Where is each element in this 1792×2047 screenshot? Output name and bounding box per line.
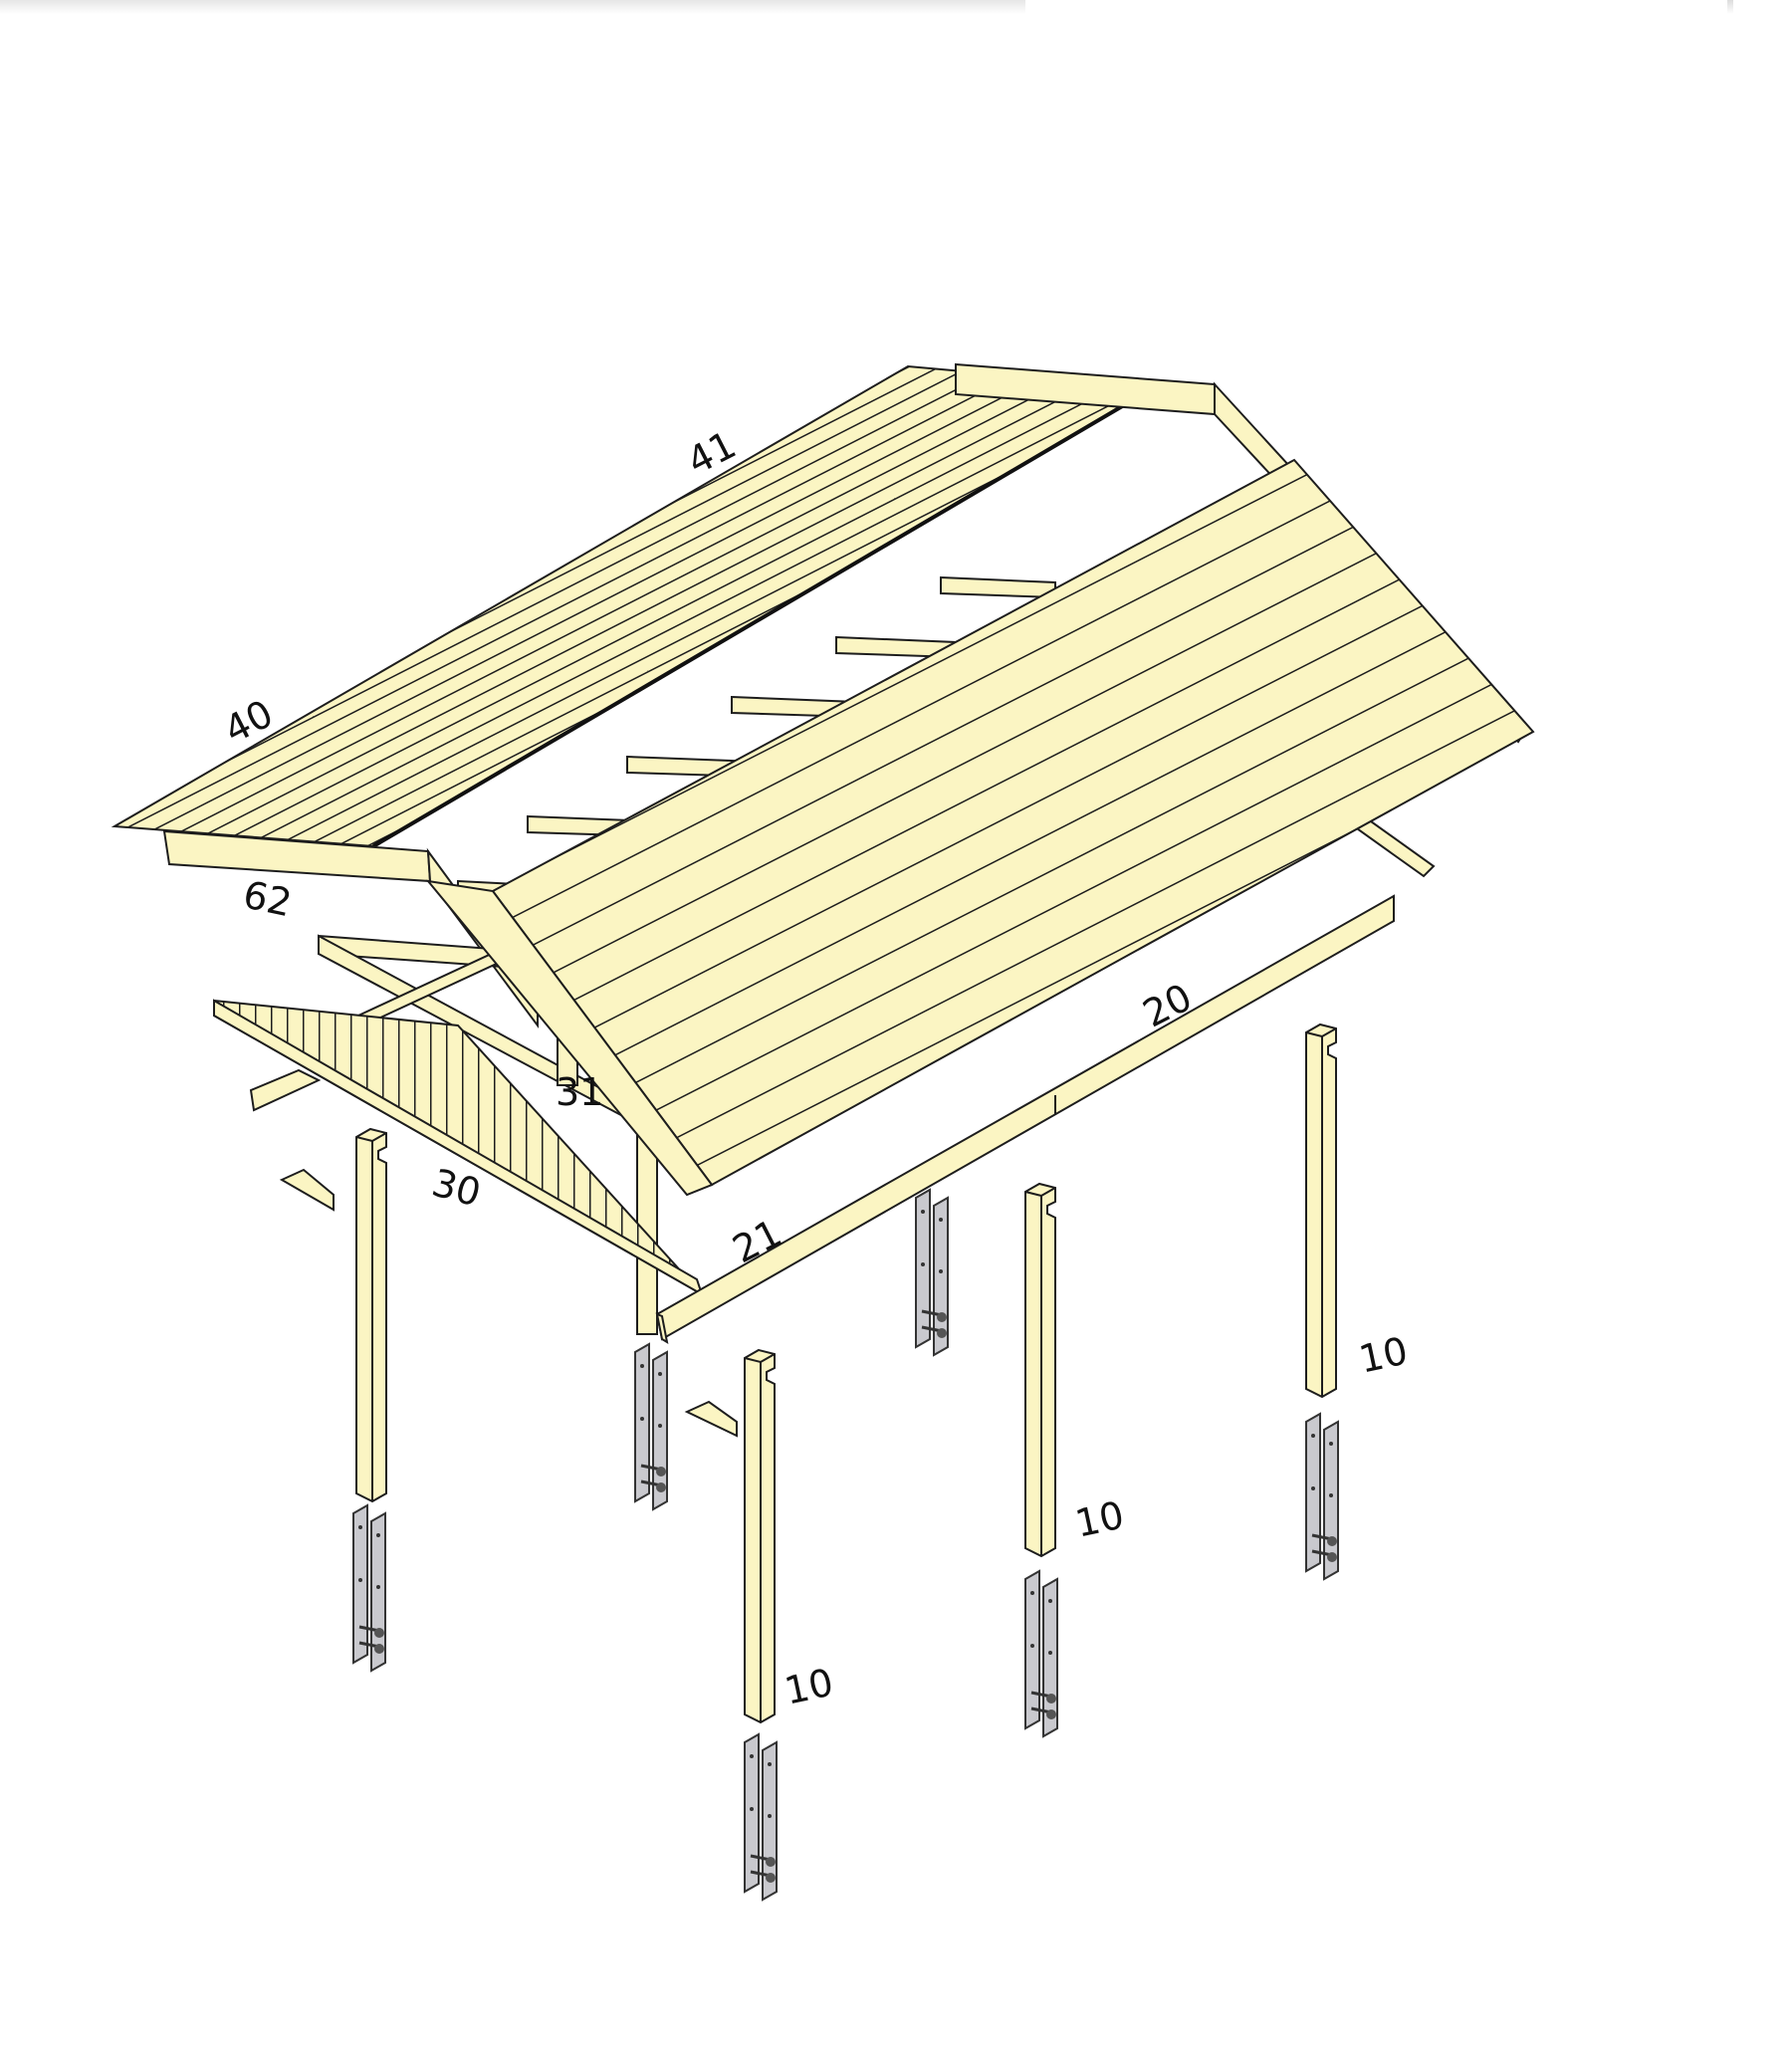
label-10-right: 10 <box>1355 1329 1411 1382</box>
eave-beam <box>655 894 1395 1345</box>
post-anchor <box>743 1732 779 1902</box>
post-anchor <box>914 1188 950 1357</box>
post-anchor <box>351 1503 387 1673</box>
label-10-mid: 10 <box>1071 1493 1127 1546</box>
small-braces <box>249 1068 738 1438</box>
gable-truss <box>318 934 689 1335</box>
post-mid <box>1024 1183 1056 1557</box>
post-right <box>1305 1024 1337 1398</box>
label-10-front: 10 <box>781 1661 836 1713</box>
post-left <box>355 1128 387 1502</box>
top-shadow-tick <box>1727 0 1733 14</box>
label-31: 31 <box>556 1070 603 1114</box>
post-anchor <box>633 1342 669 1511</box>
top-shadow-bar <box>0 0 1025 14</box>
label-30: 30 <box>427 1161 485 1216</box>
post-anchor <box>1023 1569 1059 1738</box>
post-anchor <box>1304 1412 1340 1581</box>
label-62: 62 <box>239 872 295 925</box>
post-front <box>744 1349 776 1723</box>
roof-panel-front <box>425 458 1535 1197</box>
